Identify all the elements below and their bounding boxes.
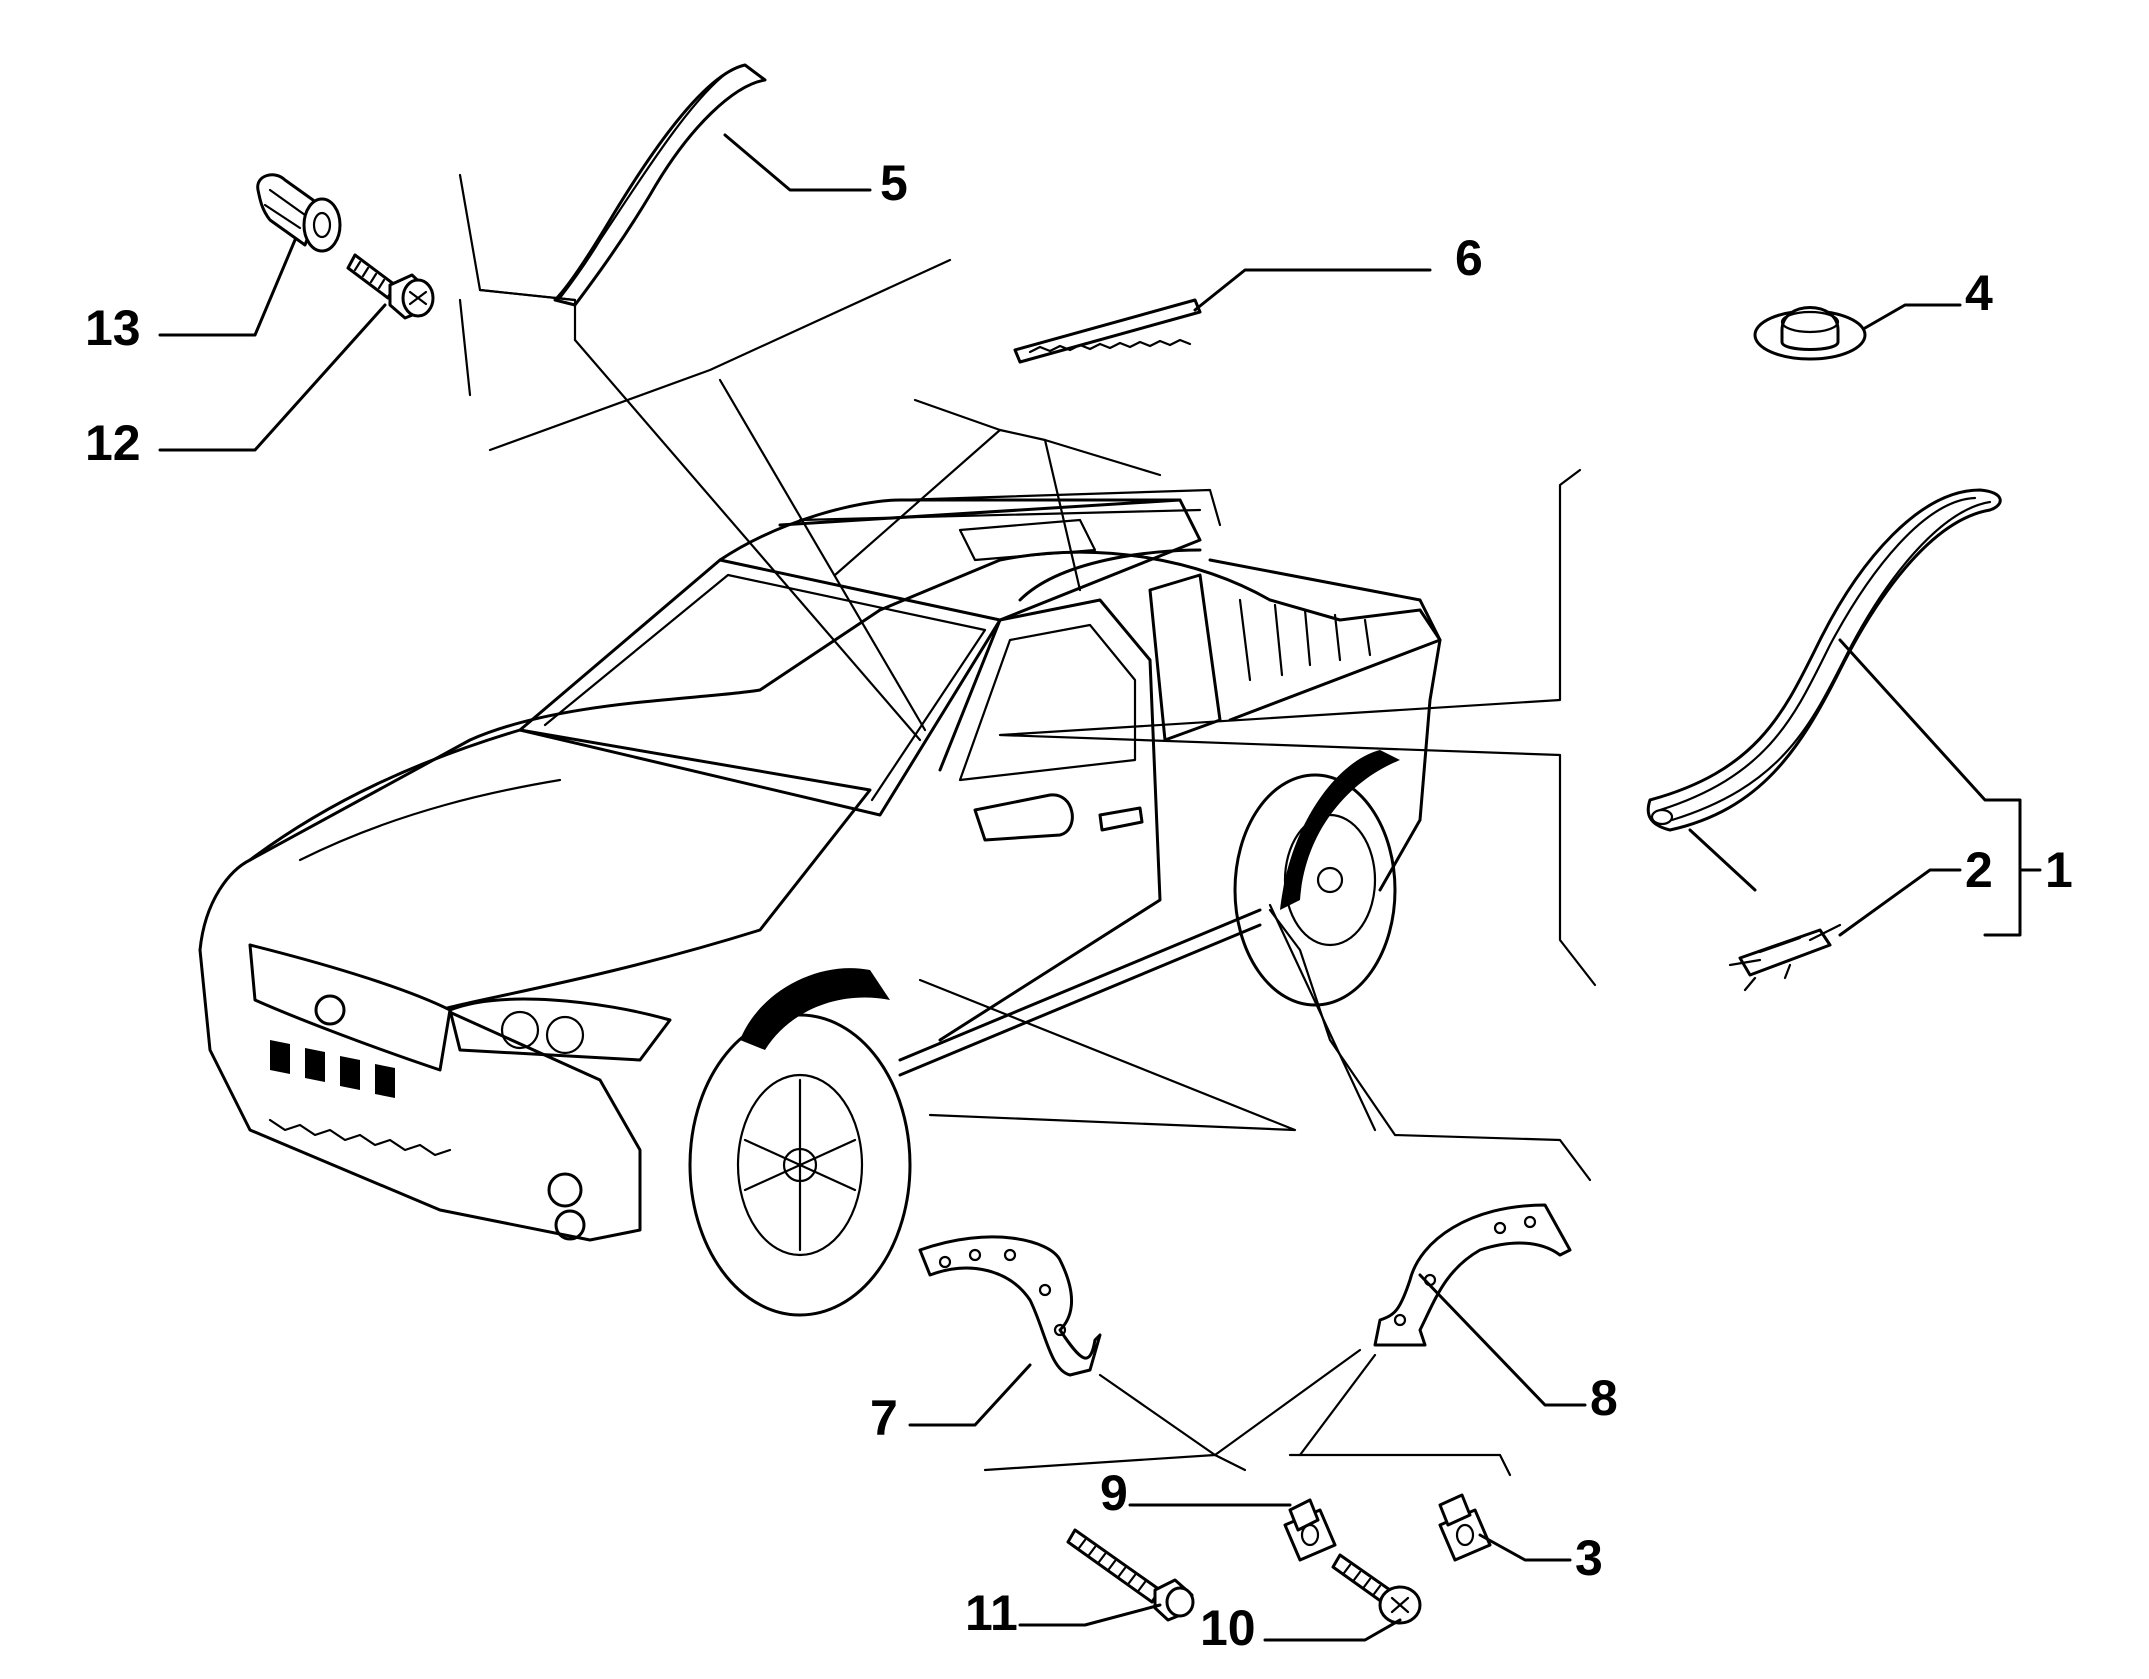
roof-strip-part: [1013, 298, 1202, 364]
label-12: 12: [85, 415, 141, 471]
label-4: 4: [1965, 265, 1993, 321]
wheel-arch-liner-right-part: [1373, 1203, 1572, 1347]
label-2: 2: [1965, 842, 1993, 898]
callout-labels: 1 2 3 4 5 6 7 8 9 10 11 12 13: [85, 155, 2073, 1656]
a-pillar-moulding-part: [553, 63, 767, 307]
label-1: 1: [2045, 842, 2073, 898]
clip-nut-part: [1438, 1493, 1492, 1562]
plastic-anchor-part: [256, 173, 342, 253]
label-9: 9: [1100, 1465, 1128, 1521]
short-screw-part: [1331, 1553, 1422, 1625]
pickup-truck-illustration: [198, 488, 1442, 1317]
long-screw-part: [1066, 1528, 1195, 1622]
moulding-clip-part: [1728, 923, 1842, 992]
label-10: 10: [1200, 1600, 1256, 1656]
label-6: 6: [1455, 230, 1483, 286]
leader-lines: [158, 133, 2042, 1642]
spire-clip-part: [1283, 1498, 1337, 1562]
label-3: 3: [1575, 1530, 1603, 1586]
flange-bolt-part: [346, 253, 435, 320]
label-5: 5: [880, 155, 908, 211]
label-11: 11: [965, 1585, 1018, 1641]
wheel-arch-liner-left-part: [918, 1235, 1102, 1377]
push-nut-part: [1753, 306, 1867, 361]
label-13: 13: [85, 300, 141, 356]
label-8: 8: [1590, 1370, 1618, 1426]
b-pillar-moulding-part: [1646, 488, 2002, 832]
label-7: 7: [870, 1390, 898, 1446]
